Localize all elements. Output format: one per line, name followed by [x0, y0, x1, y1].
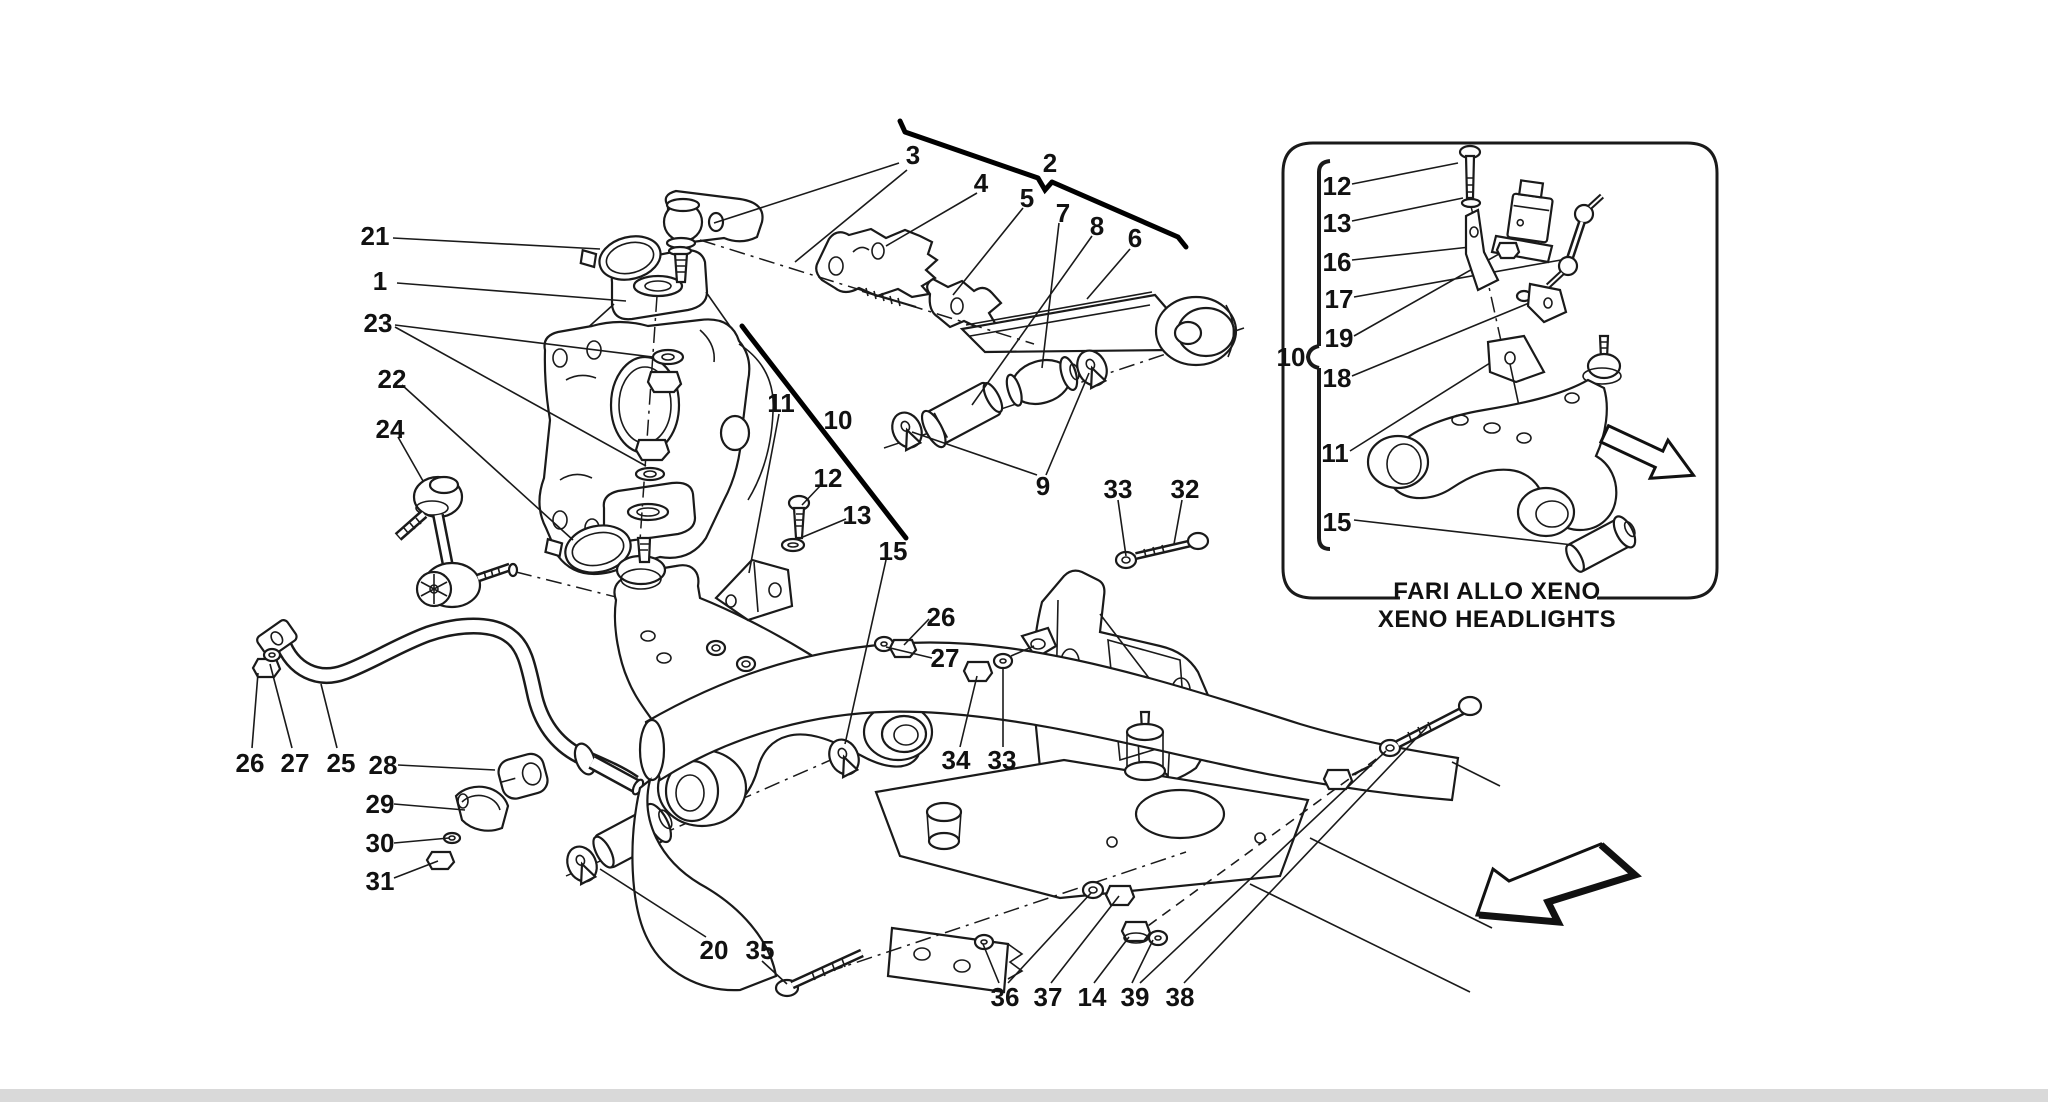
main-direction-arrow-icon	[1474, 842, 1642, 927]
inset-callouts: 12 13 16 17 19 18 10 11 15	[1277, 171, 1354, 537]
callout-21: 21	[361, 221, 390, 251]
callout-30: 30	[366, 828, 395, 858]
callout-22: 22	[378, 364, 407, 394]
callout-26b: 26	[927, 602, 956, 632]
callout-33a: 33	[1104, 474, 1133, 504]
callout-15: 15	[879, 536, 908, 566]
callout-3: 3	[906, 140, 920, 170]
callout-4: 4	[974, 168, 989, 198]
inset-group-label-10: 10	[1277, 342, 1306, 372]
callout-8: 8	[1090, 211, 1104, 241]
callout-7: 7	[1056, 198, 1070, 228]
xenon-inset: 12 13 16 17 19 18 10 11 15 FARI ALLO XEN…	[1277, 141, 1719, 633]
callout-26a: 26	[236, 748, 265, 778]
callout-31: 31	[366, 866, 395, 896]
callout-36: 36	[991, 982, 1020, 1012]
inset-callout-16: 16	[1323, 247, 1352, 277]
callout-37: 37	[1034, 982, 1063, 1012]
callout-1: 1	[373, 266, 387, 296]
callout-23: 23	[364, 308, 393, 338]
callout-24: 24	[376, 414, 405, 444]
callout-35: 35	[746, 935, 775, 965]
callout-5: 5	[1020, 183, 1034, 213]
bar-bushing-bracket-drawing	[425, 752, 549, 871]
callout-29: 29	[366, 789, 395, 819]
leader-lines	[251, 162, 1428, 985]
inset-caption-line2: XENO HEADLIGHTS	[1378, 606, 1616, 633]
clamp-lower-drawing	[544, 524, 632, 574]
callout-20: 20	[700, 935, 729, 965]
inset-callout-12: 12	[1323, 171, 1352, 201]
inset-caption: FARI ALLO XENO XENO HEADLIGHTS	[1378, 578, 1616, 633]
inset-callout-17: 17	[1325, 284, 1354, 314]
subframe-drawing	[631, 569, 1501, 994]
callout-32: 32	[1171, 474, 1200, 504]
callout-33b: 33	[988, 745, 1017, 775]
tie-rod-end-drawing	[662, 189, 764, 284]
callout-2: 2	[1043, 148, 1057, 178]
callout-6: 6	[1128, 223, 1142, 253]
callout-11: 11	[767, 388, 795, 418]
callout-9: 9	[1036, 471, 1050, 501]
callout-28: 28	[369, 750, 398, 780]
callout-34: 34	[942, 745, 971, 775]
inset-callout-19: 19	[1325, 323, 1354, 353]
callout-39: 39	[1121, 982, 1150, 1012]
callout-27b: 27	[931, 643, 960, 673]
upper-link-arm-drawing	[699, 239, 1245, 452]
callout-27a: 27	[281, 748, 310, 778]
inset-caption-line1: FARI ALLO XENO	[1393, 578, 1600, 605]
subframe-fasteners-drawing	[774, 531, 1483, 998]
anti-roll-bar-drawing	[251, 617, 645, 796]
callout-10: 10	[824, 405, 853, 435]
headlight-brackets-drawing	[815, 227, 1003, 331]
scan-footer-strip	[0, 1089, 2048, 1102]
callout-14: 14	[1078, 982, 1107, 1012]
callout-38: 38	[1166, 982, 1195, 1012]
callout-13: 13	[843, 500, 872, 530]
callout-12: 12	[814, 463, 843, 493]
clamp-upper-drawing	[579, 235, 662, 281]
main-callouts: 3 2 4 5 7 8 6 21 1 23 22 24 11 10 12 13 …	[236, 140, 1200, 1012]
inset-direction-arrow-icon	[1598, 423, 1697, 480]
inset-border	[1281, 141, 1719, 600]
drop-link-drawing	[394, 475, 629, 609]
group-bracket-lines	[739, 118, 1189, 541]
inset-callout-13: 13	[1323, 208, 1352, 238]
inset-group-bracket	[1305, 159, 1331, 551]
callout-25: 25	[327, 748, 356, 778]
inset-callout-15: 15	[1323, 507, 1352, 537]
inset-callout-11: 11	[1321, 438, 1349, 468]
inset-callout-18: 18	[1323, 363, 1352, 393]
inset-parts-drawing	[1366, 144, 1697, 573]
